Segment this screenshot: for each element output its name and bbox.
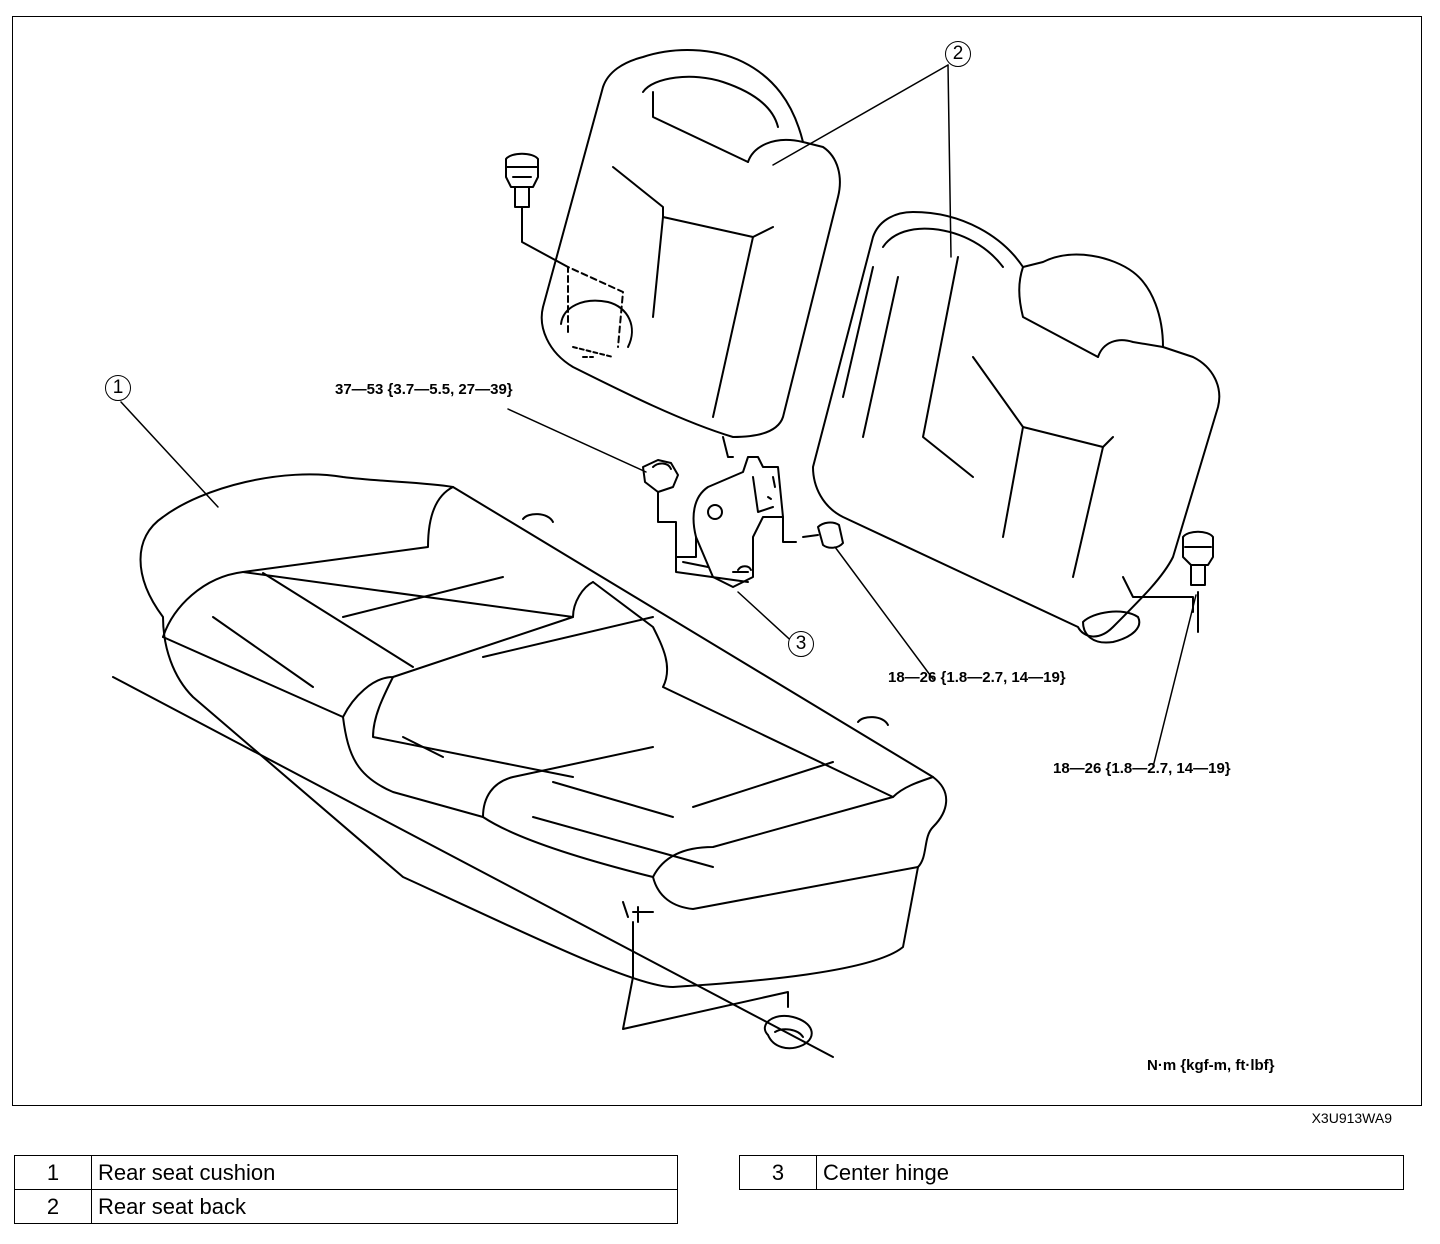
legend-row: 1 Rear seat cushion bbox=[14, 1155, 678, 1190]
legend-number: 2 bbox=[14, 1189, 92, 1224]
figure-code: X3U913WA9 bbox=[1311, 1110, 1392, 1126]
callout-2: 2 bbox=[945, 41, 971, 67]
legend-table-left: 1 Rear seat cushion 2 Rear seat back bbox=[14, 1155, 678, 1224]
legend-part-name: Rear seat back bbox=[91, 1189, 678, 1224]
legend-part-name: Rear seat cushion bbox=[91, 1155, 678, 1190]
leader-lines bbox=[120, 64, 1197, 768]
legend-part-name: Center hinge bbox=[816, 1155, 1404, 1190]
bolt-right bbox=[1182, 530, 1214, 633]
torque-units: N·m {kgf-m, ft·lbf} bbox=[1147, 1057, 1275, 1074]
callout-1: 1 bbox=[105, 375, 131, 401]
exploded-view-diagram: 1 2 3 37—53 {3.7—5.5, 27—39} 18—26 {1.8—… bbox=[12, 16, 1422, 1106]
right-rear-seat-back-shape bbox=[812, 211, 1221, 644]
torque-spec-nut: 37—53 {3.7—5.5, 27—39} bbox=[335, 381, 513, 398]
nut bbox=[642, 459, 679, 558]
legend-row: 2 Rear seat back bbox=[14, 1189, 678, 1224]
legend-number: 3 bbox=[739, 1155, 817, 1190]
bolt-upper-left bbox=[505, 152, 569, 268]
legend-row: 3 Center hinge bbox=[739, 1155, 1404, 1190]
left-rear-seat-back-shape bbox=[540, 49, 841, 458]
center-hinge-shape bbox=[675, 456, 784, 588]
callout-3: 3 bbox=[788, 631, 814, 657]
rear-seat-cushion-shape bbox=[112, 473, 948, 1058]
torque-spec-bolt-center: 18—26 {1.8—2.7, 14—19} bbox=[888, 669, 1066, 686]
rear-seat-drawing bbox=[112, 49, 1221, 1058]
bolt-center bbox=[782, 516, 844, 549]
torque-spec-bolt-right: 18—26 {1.8—2.7, 14—19} bbox=[1053, 760, 1231, 777]
legend-table-right: 3 Center hinge bbox=[739, 1155, 1404, 1190]
legend-number: 1 bbox=[14, 1155, 92, 1190]
